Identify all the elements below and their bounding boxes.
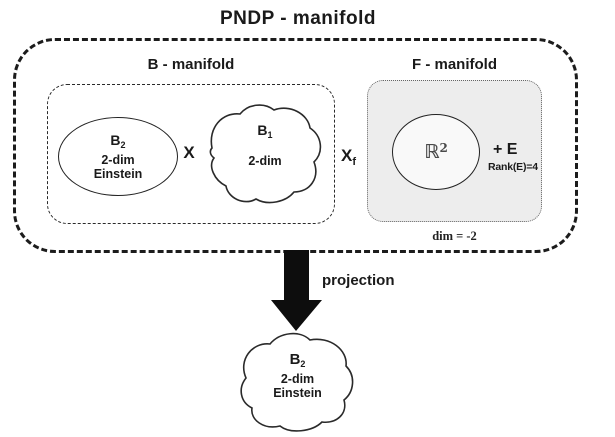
b2-ellipse-dim: 2-dim <box>101 153 135 167</box>
fiber-product-symbol: Xf <box>341 146 357 168</box>
bundle-plus-e-label: + E <box>493 141 518 158</box>
b1-dim: 2-dim <box>248 154 282 168</box>
b-manifold-label: B - manifold <box>147 56 235 73</box>
b2-ellipse-name: B2 <box>110 132 126 150</box>
result-name: B2 <box>289 351 306 370</box>
bundle-rank-label: Rank(E)=4 <box>488 161 538 173</box>
projection-arrow-icon <box>271 250 322 331</box>
result-blob-shape <box>240 332 354 432</box>
b1-blob-text: B1 2-dim <box>208 122 322 168</box>
r2-label: ℝ2 <box>424 141 448 163</box>
b1-blob-shape <box>209 104 322 204</box>
r2-fiber-circle: ℝ2 <box>392 114 480 190</box>
projection-label: projection <box>322 272 395 289</box>
page-title: PNDP - manifold <box>220 8 376 29</box>
result-blob-text: B2 2-dim Einstein <box>240 351 355 401</box>
bundle-block: + E Rank(E)=4 <box>488 141 544 173</box>
cartesian-product-symbol: X <box>183 143 195 162</box>
result-dim: 2-dim <box>280 372 315 386</box>
b1-name: B1 <box>257 122 273 140</box>
result-einstein: Einstein <box>273 386 322 400</box>
b2-einstein-ellipse: B2 2-dim Einstein <box>58 117 178 196</box>
f-manifold-label: F - manifold <box>412 56 497 73</box>
b2-ellipse-einstein: Einstein <box>93 167 143 181</box>
f-manifold-dim-label: dim = -2 <box>432 229 477 243</box>
